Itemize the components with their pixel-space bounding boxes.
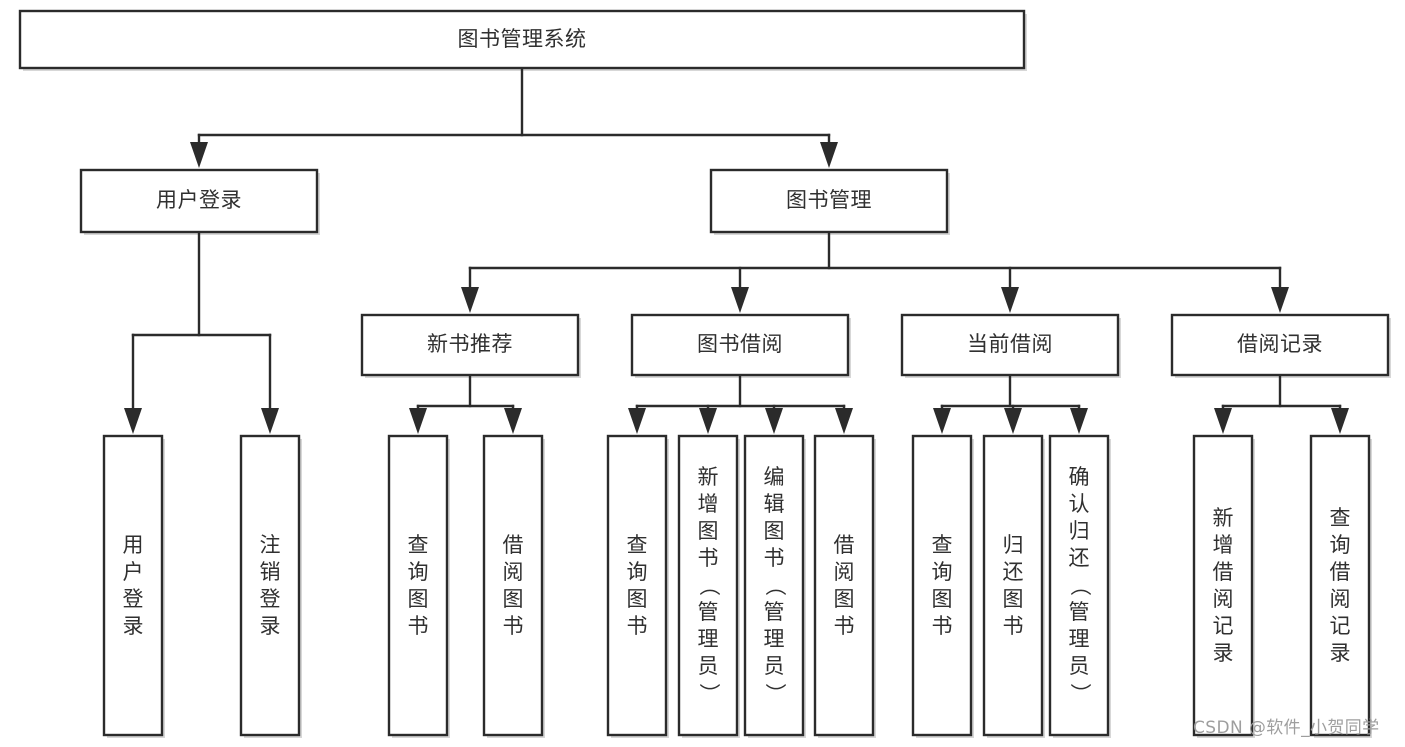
node-box-leaf-add-book-admin: [677, 434, 739, 737]
node-box-user-login: [79, 168, 319, 234]
arrow-head-icon: [409, 408, 427, 434]
node-box-book-management: [709, 168, 949, 234]
watermark-text: CSDN @软件_小贺同学: [1193, 718, 1380, 738]
arrow-head-icon: [1070, 408, 1088, 434]
arrow-head-icon: [1214, 408, 1232, 434]
node-box-leaf-user-logout: [239, 434, 301, 737]
node-box-leaf-query-book-borrow: [606, 434, 668, 737]
node-box-leaf-query-borrow-record: [1309, 434, 1371, 737]
node-box-new-book-recommend: [360, 313, 580, 377]
arrow-head-icon: [461, 287, 479, 313]
arrow-head-icon: [699, 408, 717, 434]
node-box-leaf-return-book: [982, 434, 1044, 737]
node-box-leaf-user-login: [102, 434, 164, 737]
node-box-current-borrow: [900, 313, 1120, 377]
arrow-head-icon: [1271, 287, 1289, 313]
arrow-head-icon: [731, 287, 749, 313]
arrow-head-icon: [1001, 287, 1019, 313]
arrow-head-icon: [1004, 408, 1022, 434]
node-box-leaf-edit-book-admin: [743, 434, 805, 737]
arrow-head-icon: [820, 142, 838, 168]
arrow-head-icon: [124, 408, 142, 434]
arrow-head-icon: [628, 408, 646, 434]
node-box-leaf-borrow-book-rec: [482, 434, 544, 737]
arrow-head-icon: [933, 408, 951, 434]
arrow-head-icon: [190, 142, 208, 168]
arrow-head-icon: [1331, 408, 1349, 434]
arrow-head-icon: [261, 408, 279, 434]
arrow-head-icon: [835, 408, 853, 434]
node-box-leaf-borrow-book: [813, 434, 875, 737]
arrow-head-icon: [504, 408, 522, 434]
node-box-leaf-confirm-return-admin: [1048, 434, 1110, 737]
node-box-leaf-query-book-rec: [387, 434, 449, 737]
node-box-book-borrow: [630, 313, 850, 377]
node-box-leaf-query-book-current: [911, 434, 973, 737]
arrow-head-icon: [765, 408, 783, 434]
node-box-root: [18, 9, 1026, 70]
connector-layer: [124, 66, 1349, 434]
node-box-borrow-records: [1170, 313, 1390, 377]
box-layer: [18, 9, 1390, 737]
node-box-leaf-add-borrow-record: [1192, 434, 1254, 737]
